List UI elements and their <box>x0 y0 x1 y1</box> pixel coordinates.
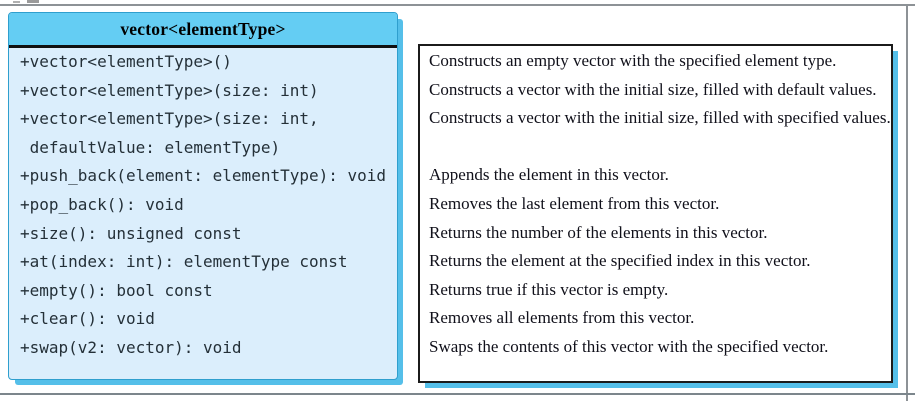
figure-frame-bottom-line <box>0 393 915 395</box>
class-member-row: +size(): unsigned const <box>20 223 242 243</box>
uml-class-header: vector<elementType> <box>9 13 397 48</box>
description-row: Returns the number of the elements in th… <box>429 222 768 242</box>
class-member-row: +vector<elementType>(size: int, <box>20 109 319 129</box>
class-member-row-continuation: defaultValue: elementType) <box>20 137 281 157</box>
class-member-row: +push_back(element: elementType): void <box>20 166 387 186</box>
description-box: Constructs an empty vector with the spec… <box>418 44 893 383</box>
description-row: Removes the last element from this vecto… <box>429 193 720 213</box>
class-member-row: +clear(): void <box>20 309 155 329</box>
figure-frame-top-line <box>0 4 915 6</box>
description-row: Constructs a vector with the initial siz… <box>429 79 877 99</box>
description-row: Swaps the contents of this vector with t… <box>429 336 829 356</box>
uml-member-list: +vector<elementType>() +vector<elementTy… <box>20 48 395 363</box>
uml-class-title: vector<elementType> <box>120 18 286 39</box>
description-row: Constructs a vector with the initial siz… <box>429 108 891 128</box>
description-row: Constructs an empty vector with the spec… <box>429 51 837 70</box>
uml-class-box: vector<elementType> +vector<elementType>… <box>8 12 398 380</box>
figure-frame-right-line <box>906 4 908 401</box>
class-member-row: +swap(v2: vector): void <box>20 337 242 357</box>
class-member-row: +empty(): bool const <box>20 280 213 300</box>
class-member-row: +vector<elementType>(size: int) <box>20 80 319 100</box>
cropped-text-fragment <box>27 0 39 3</box>
description-list: Constructs an empty vector with the spec… <box>429 47 891 362</box>
class-member-row: +pop_back(): void <box>20 194 184 214</box>
description-row: Removes all elements from this vector. <box>429 308 695 328</box>
class-member-row: +vector<elementType>() <box>20 52 232 71</box>
description-row: Returns the element at the specified ind… <box>429 251 811 271</box>
description-row: Appends the element in this vector. <box>429 165 669 185</box>
description-row: Returns true if this vector is empty. <box>429 279 669 299</box>
class-member-row: +at(index: int): elementType const <box>20 252 348 272</box>
cropped-text-fragment <box>13 1 20 3</box>
description-row-empty <box>429 133 889 162</box>
